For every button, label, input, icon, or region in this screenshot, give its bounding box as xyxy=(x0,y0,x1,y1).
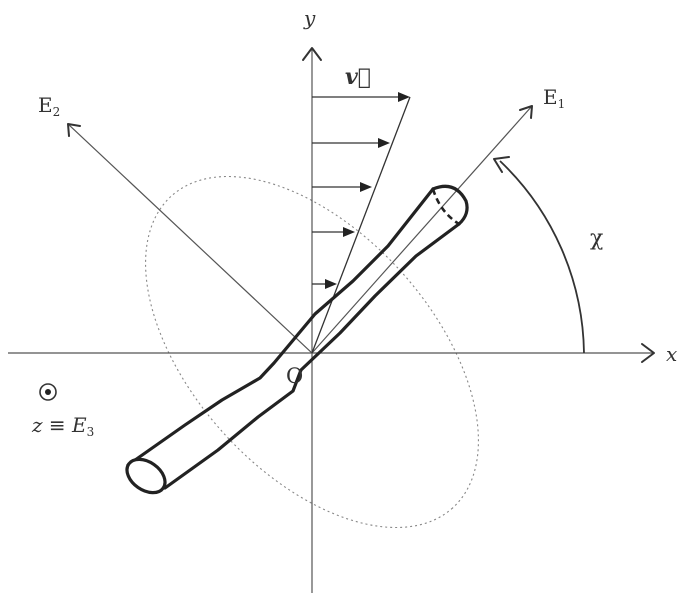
e1-arrowhead xyxy=(519,105,533,119)
z-label: z ≡ E3 xyxy=(31,413,94,439)
angle-label: χ xyxy=(590,226,603,251)
y-axis-arrowhead xyxy=(302,47,322,61)
fiber-end-cap xyxy=(431,184,469,226)
e2-arrowhead xyxy=(67,123,81,137)
velocity-arrowhead xyxy=(398,92,410,102)
e1-label: E1 xyxy=(543,85,565,111)
velocity-arrowhead xyxy=(360,182,372,192)
origin-label: O xyxy=(286,364,303,388)
fiber-outline xyxy=(126,187,435,467)
x-axis-label: x xyxy=(666,342,677,366)
y-axis-label: y xyxy=(303,6,316,30)
velocity-profile: v⃗ xyxy=(311,64,411,354)
e2-axis xyxy=(67,123,313,354)
z-dot xyxy=(45,389,51,395)
velocity-label: v⃗ xyxy=(345,64,371,90)
angle-arc xyxy=(499,160,585,354)
fiber xyxy=(125,184,469,495)
fiber-end-cap xyxy=(125,457,167,495)
e2-label: E2 xyxy=(38,93,60,119)
velocity-arrowhead xyxy=(343,227,355,237)
fiber-hidden-edge xyxy=(431,188,460,226)
velocity-arrowhead xyxy=(378,138,390,148)
z-circle xyxy=(39,383,57,401)
e1-axis xyxy=(311,105,533,354)
velocity-envelope xyxy=(311,96,411,354)
angle-arc-arrowhead xyxy=(493,156,510,173)
velocity-arrowhead xyxy=(325,279,337,289)
x-axis-arrowhead xyxy=(641,343,655,363)
fiber-outline xyxy=(163,222,461,490)
z-axis-symbol xyxy=(39,383,57,401)
